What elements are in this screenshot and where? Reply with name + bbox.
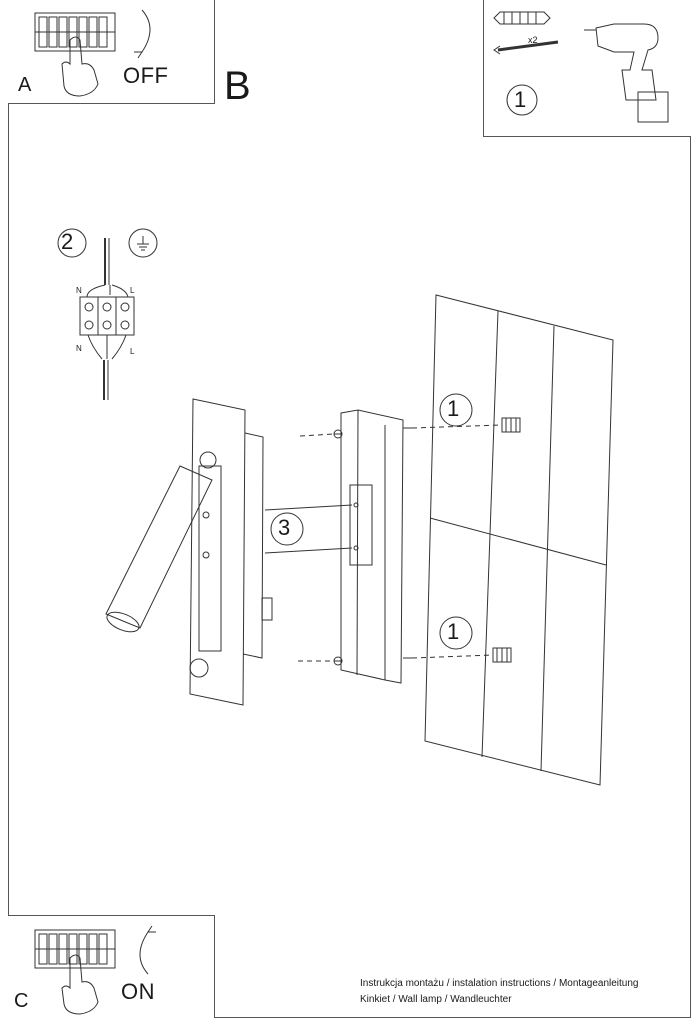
wall-panel: [424, 294, 614, 786]
tools-step-number: 1: [514, 87, 527, 112]
bracket-connection-lines: [264, 504, 353, 554]
step-b-letter: B: [224, 64, 251, 108]
anchor-count: x2: [528, 35, 538, 45]
neutral-label-top: N: [76, 286, 82, 295]
live-label-bottom: L: [130, 347, 135, 356]
breaker-on-illustration: [34, 925, 156, 1015]
step-a-panel: A OFF: [8, 0, 215, 104]
screw-icon: [493, 40, 559, 55]
wall-anchors-icon: [493, 11, 551, 25]
caption-line-1: Instrukcja montażu / instalation instruc…: [360, 978, 639, 989]
step-1-circle: [506, 84, 538, 116]
caption-line-2: Kinkiet / Wall lamp / Wandleuchter: [360, 994, 512, 1005]
step-c-panel: C ON: [8, 915, 215, 1018]
screw-step-top-circle: [439, 393, 473, 427]
wall-plug-bottom: [492, 647, 512, 663]
ground-symbol-circle: [128, 228, 158, 258]
breaker-switches: [35, 16, 115, 48]
wiring-step-circle: [57, 228, 87, 258]
lamp-arm: [105, 465, 213, 633]
wall-plug-top: [501, 417, 521, 433]
tools-panel: x2 1: [483, 0, 691, 137]
breaker-off-illustration: [34, 9, 151, 97]
hand-shape: [61, 36, 99, 97]
step-a-letter: A: [18, 74, 32, 96]
step-c-letter: C: [14, 990, 29, 1012]
live-label-top: L: [130, 286, 135, 295]
off-label: OFF: [123, 63, 169, 88]
on-label: ON: [121, 979, 155, 1004]
screw-step-bottom-circle: [439, 616, 473, 650]
arrow-down-curve: [134, 9, 151, 59]
page-frame: [8, 0, 691, 1018]
lamp-body: [189, 398, 273, 706]
screw-step-bottom-number: 1: [447, 619, 460, 644]
wiring-step-number: 2: [61, 229, 74, 254]
mount-step-number: 3: [278, 515, 291, 540]
drill-icon: [584, 23, 669, 123]
lamp-switch-knob: [189, 658, 209, 678]
assembly-guide-lines: [298, 424, 503, 662]
mounting-bracket: [333, 409, 412, 684]
wiring-diagram: [57, 228, 158, 400]
mount-step-circle: [270, 512, 304, 546]
neutral-label-bottom: N: [76, 344, 82, 353]
arrow-up-curve: [139, 925, 156, 975]
screw-step-top-number: 1: [447, 396, 460, 421]
tools-illustration: [493, 11, 669, 123]
hand-shape: [61, 954, 99, 1015]
